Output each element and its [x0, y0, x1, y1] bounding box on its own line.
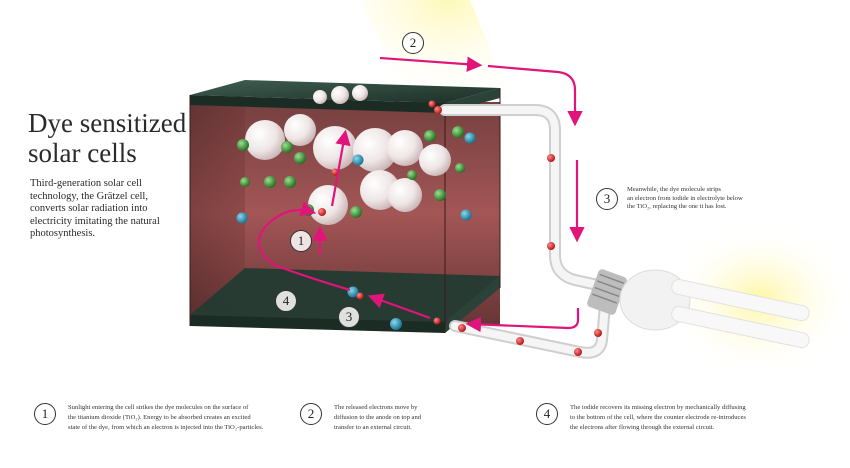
step-line: the titanium dioxide (TiO₂). Energy to b…	[68, 413, 251, 421]
title-line-2: solar cells	[28, 138, 137, 168]
step-4-number: 4	[536, 403, 558, 425]
arrow-step1-up	[330, 129, 351, 207]
step-line: diffusion to the anode on top and	[334, 413, 422, 421]
intro-line: technology, the Grätzel cell,	[30, 190, 148, 202]
marker-4: 4	[275, 290, 297, 312]
arrow-step4-curve	[257, 201, 351, 292]
intro-line: electricity imitating the natural	[30, 215, 160, 227]
step-caption-2: 2 The released electrons move by diffusi…	[300, 403, 421, 432]
step-line: The iodide recovers its missing electron…	[570, 404, 746, 411]
step-2-text: The released electrons move by diffusion…	[334, 403, 421, 432]
step-line: to the bottom of the cell, where the cou…	[570, 413, 746, 421]
title-line-1: Dye sensitized	[28, 108, 187, 138]
bottom-glass-cathode	[190, 268, 500, 322]
intro-line: Third-generation solar cell	[30, 178, 142, 189]
step-2-number: 2	[300, 403, 322, 425]
step-line: The released electrons move by	[334, 404, 418, 411]
tio2-particles	[245, 85, 451, 225]
intro-line: converts solar radiation into	[30, 203, 148, 214]
iodide-ions	[236, 132, 476, 330]
step-caption-1: 1 Sunlight entering the cell strikes the…	[34, 403, 263, 432]
intro-line: photosynthesis.	[30, 228, 96, 239]
arrow-step2-a	[379, 56, 483, 72]
external-circuit	[434, 104, 611, 359]
marker-1: 1	[290, 230, 312, 252]
note-line: an electron from iodide in electrolyte b…	[627, 194, 743, 202]
note-3-text: Meanwhile, the dye molecule strips an el…	[627, 186, 743, 212]
arrow-return	[465, 308, 580, 333]
cell-electrons	[318, 100, 441, 325]
note-line: the TiO₂, replacing the one it has lost.	[627, 203, 727, 211]
step-4-text: The iodide recovers its missing electron…	[570, 403, 746, 432]
step-line: state of the dye, from which an electron…	[68, 423, 264, 431]
flow-arrows	[257, 56, 585, 333]
step-caption-4: 4 The iodide recovers its missing electr…	[536, 403, 746, 432]
intro-text: Third-generation solar cell technology, …	[30, 178, 208, 241]
note-3-number: 3	[596, 188, 618, 210]
step-line: Sunlight entering the cell strikes the d…	[68, 404, 249, 411]
arrow-step3-cell	[367, 293, 431, 320]
step-1-number: 1	[34, 403, 56, 425]
page-title: Dye sensitized solar cells	[28, 108, 186, 168]
step-1-text: Sunlight entering the cell strikes the d…	[68, 403, 263, 432]
light-bulb	[587, 269, 810, 349]
step-line: transfer to an external circuit.	[334, 423, 412, 431]
note-line: Meanwhile, the dye molecule strips	[627, 186, 721, 193]
step-line: the electrons after flowing through the …	[570, 423, 715, 431]
marker-2: 2	[402, 32, 424, 54]
marker-3: 3	[338, 306, 360, 328]
arrow-step2-b	[487, 64, 583, 127]
